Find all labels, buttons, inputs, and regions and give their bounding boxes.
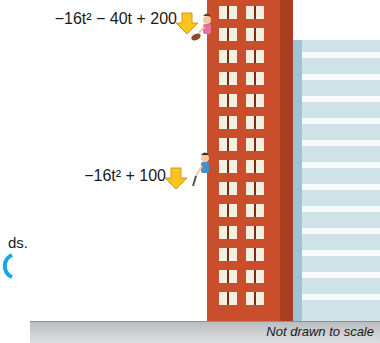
window-frame bbox=[254, 292, 256, 305]
scale-note: Not drawn to scale bbox=[266, 325, 374, 340]
window-frame bbox=[254, 72, 256, 85]
window-frame bbox=[227, 248, 229, 261]
window bbox=[246, 182, 264, 195]
window-frame bbox=[227, 6, 229, 19]
window-frame bbox=[227, 72, 229, 85]
window-frame bbox=[254, 138, 256, 151]
ground-edge bbox=[30, 321, 380, 322]
window-frame bbox=[254, 248, 256, 261]
window-frame bbox=[227, 28, 229, 41]
main-building bbox=[207, 0, 293, 322]
window bbox=[219, 204, 237, 217]
blue-mark bbox=[5, 255, 12, 277]
window bbox=[219, 248, 237, 261]
person-lower bbox=[193, 153, 209, 187]
window-frame bbox=[254, 160, 256, 173]
window bbox=[246, 28, 264, 41]
window-frame bbox=[254, 226, 256, 239]
window-frame bbox=[227, 226, 229, 239]
height-expression: −16t² + 100 bbox=[84, 167, 166, 185]
back-building-edge bbox=[292, 40, 302, 322]
back-building-stripes bbox=[300, 52, 380, 300]
window bbox=[246, 138, 264, 151]
window bbox=[219, 116, 237, 129]
height-expression: −16t² − 40t + 200 bbox=[55, 10, 177, 28]
window-frame bbox=[227, 160, 229, 173]
window bbox=[219, 292, 237, 305]
window bbox=[246, 226, 264, 239]
window-frame bbox=[254, 28, 256, 41]
window-frame bbox=[227, 94, 229, 107]
window-frame bbox=[254, 94, 256, 107]
window-frame bbox=[254, 204, 256, 217]
window bbox=[246, 248, 264, 261]
window bbox=[219, 160, 237, 173]
window bbox=[246, 204, 264, 217]
window bbox=[246, 94, 264, 107]
down-arrow bbox=[176, 13, 198, 34]
window-frame bbox=[254, 6, 256, 19]
window-frame bbox=[254, 50, 256, 63]
window bbox=[246, 50, 264, 63]
window bbox=[219, 226, 237, 239]
ground bbox=[30, 321, 380, 343]
window-frame bbox=[227, 182, 229, 195]
window bbox=[219, 72, 237, 85]
down-arrow bbox=[165, 168, 187, 189]
building-side bbox=[280, 0, 293, 322]
back-building bbox=[292, 40, 380, 322]
window bbox=[219, 138, 237, 151]
window bbox=[246, 116, 264, 129]
window bbox=[246, 160, 264, 173]
window-frame bbox=[254, 182, 256, 195]
window bbox=[246, 6, 264, 19]
window bbox=[219, 50, 237, 63]
window-frame bbox=[227, 116, 229, 129]
cropped-text: ds. bbox=[8, 234, 28, 251]
window-frame bbox=[254, 116, 256, 129]
window bbox=[246, 292, 264, 305]
window bbox=[219, 94, 237, 107]
window-frame bbox=[254, 270, 256, 283]
window bbox=[246, 72, 264, 85]
window-frame bbox=[227, 270, 229, 283]
window-frame bbox=[227, 292, 229, 305]
windows bbox=[219, 6, 264, 305]
window bbox=[219, 270, 237, 283]
window-frame bbox=[227, 204, 229, 217]
window-frame bbox=[227, 138, 229, 151]
ball bbox=[190, 32, 202, 42]
window bbox=[246, 270, 264, 283]
window bbox=[219, 28, 237, 41]
window-frame bbox=[227, 50, 229, 63]
window bbox=[219, 6, 237, 19]
window bbox=[219, 182, 237, 195]
